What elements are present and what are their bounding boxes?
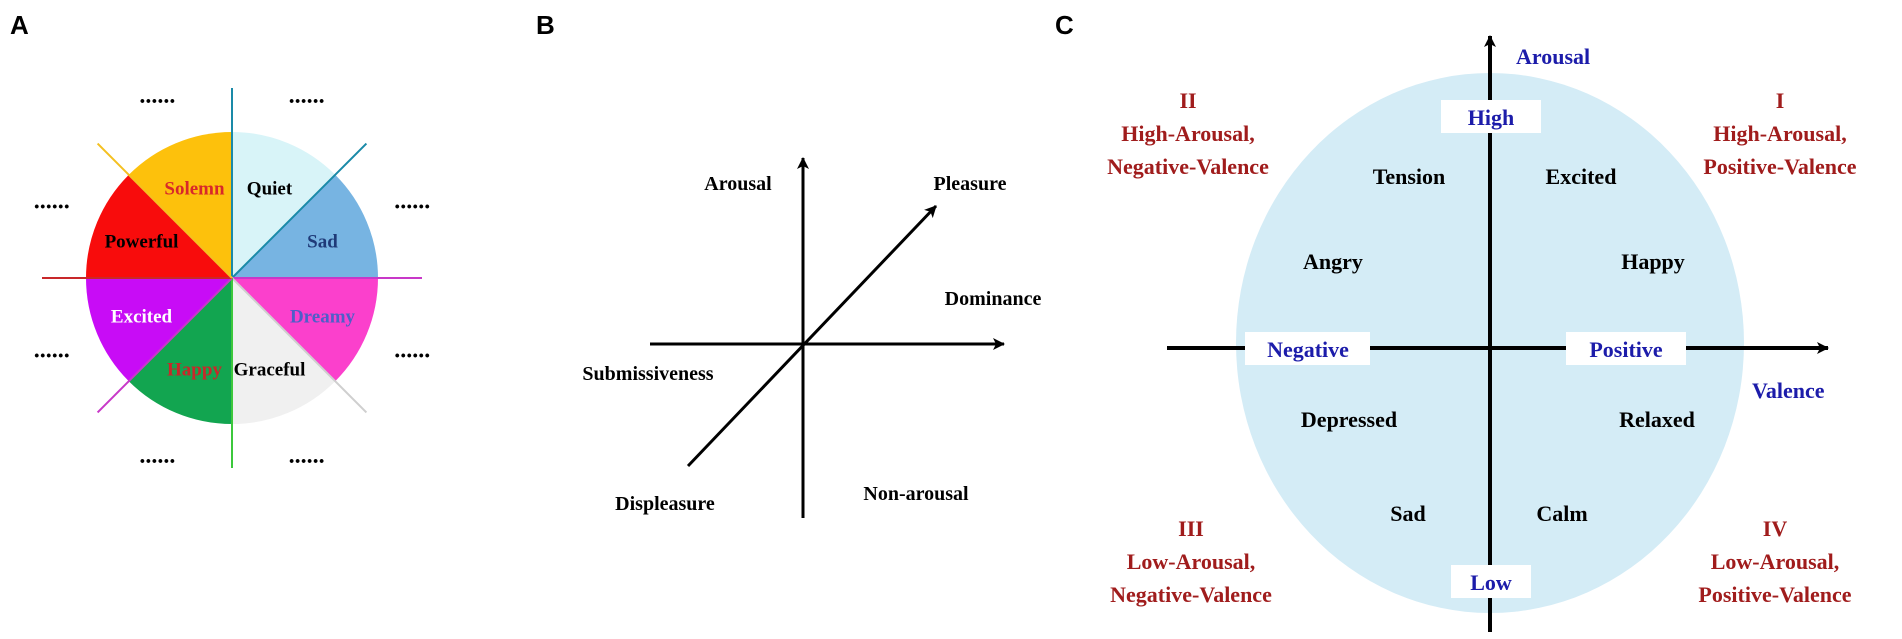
quadrant-3-label: III Low-Arousal, Negative-Valence bbox=[1110, 516, 1272, 607]
emotion-angry: Angry bbox=[1303, 249, 1363, 274]
wheel-ellipsis: ...... bbox=[34, 338, 70, 364]
wheel-segment-sad bbox=[232, 174, 378, 278]
wheel-ellipsis: ...... bbox=[394, 188, 430, 214]
wheel-segment-excited bbox=[86, 278, 232, 382]
wheel-divider-line bbox=[96, 277, 233, 414]
wheel-ellipsis: ...... bbox=[289, 83, 325, 109]
quadrant-2-line1: High-Arousal, bbox=[1121, 121, 1254, 146]
positive-box bbox=[1566, 332, 1686, 365]
emotion-calm: Calm bbox=[1536, 501, 1587, 526]
emotion-relaxed: Relaxed bbox=[1619, 407, 1695, 432]
panel-letter-b: B bbox=[536, 10, 555, 40]
dominance-label: Dominance bbox=[945, 288, 1042, 310]
wheel-segment-powerful bbox=[86, 174, 232, 278]
non-arousal-label: Non-arousal bbox=[863, 483, 969, 505]
high-box-label: High bbox=[1468, 105, 1514, 130]
emotion-depressed: Depressed bbox=[1301, 407, 1397, 432]
wheel-segment-dreamy bbox=[232, 278, 378, 382]
wheel-segment-graceful bbox=[232, 278, 336, 424]
quadrant-2-label: II High-Arousal, Negative-Valence bbox=[1107, 88, 1269, 179]
wheel-ellipsis: ...... bbox=[394, 338, 430, 364]
emotion-happy: Happy bbox=[1621, 249, 1685, 274]
pleasure-axis bbox=[686, 204, 938, 468]
quadrant-1-label: I High-Arousal, Positive-Valence bbox=[1703, 88, 1856, 179]
panel-letter-a: A bbox=[10, 10, 29, 40]
wheel-ellipsis: ...... bbox=[139, 83, 175, 109]
low-box bbox=[1451, 565, 1531, 598]
quadrant-3-line1: Low-Arousal, bbox=[1127, 549, 1256, 574]
wheel-label-quiet: Quiet bbox=[247, 179, 293, 200]
negative-box-label: Negative bbox=[1267, 337, 1349, 362]
quadrant-1-line1: High-Arousal, bbox=[1713, 121, 1846, 146]
wheel-ellipsis: ...... bbox=[289, 443, 325, 469]
quadrant-4-numeral: IV bbox=[1763, 516, 1788, 541]
arousal-label: Arousal bbox=[704, 173, 772, 195]
quadrant-3-line2: Negative-Valence bbox=[1110, 582, 1272, 607]
wheel-divider-line bbox=[96, 142, 233, 279]
wheel-label-dreamy: Dreamy bbox=[290, 307, 356, 328]
panel-c: C Arousal Valence High Low Negative Posi… bbox=[1055, 10, 1857, 632]
quadrant-2-line2: Negative-Valence bbox=[1107, 154, 1269, 179]
emotion-tension: Tension bbox=[1373, 164, 1446, 189]
wheel-label-solemn: Solemn bbox=[164, 179, 225, 200]
wheel-segment-solemn bbox=[128, 132, 232, 278]
displeasure-label: Displeasure bbox=[615, 493, 715, 515]
quadrant-4-line2: Positive-Valence bbox=[1698, 582, 1851, 607]
wheel-label-excited: Excited bbox=[111, 307, 173, 328]
quadrant-4-label: IV Low-Arousal, Positive-Valence bbox=[1698, 516, 1851, 607]
submissiveness-label: Submissiveness bbox=[582, 363, 713, 385]
low-box-label: Low bbox=[1470, 570, 1512, 595]
high-box bbox=[1441, 100, 1541, 133]
wheel-label-happy: Happy bbox=[167, 360, 222, 381]
emotion-excited: Excited bbox=[1546, 164, 1617, 189]
quadrant-1-line2: Positive-Valence bbox=[1703, 154, 1856, 179]
panel-b: B Arousal Pleasure Dominance Submissiven… bbox=[536, 10, 1041, 518]
arousal-axis-label: Arousal bbox=[1516, 44, 1590, 69]
wheel-segment-quiet bbox=[232, 132, 336, 278]
wheel-label-powerful: Powerful bbox=[105, 232, 179, 253]
wheel-segment-happy bbox=[128, 278, 232, 424]
wheel-label-graceful: Graceful bbox=[234, 360, 306, 381]
wheel-ellipsis: ...... bbox=[139, 443, 175, 469]
quadrant-3-numeral: III bbox=[1178, 516, 1204, 541]
quadrant-2-numeral: II bbox=[1179, 88, 1196, 113]
quadrant-4-line1: Low-Arousal, bbox=[1711, 549, 1840, 574]
quadrant-1-numeral: I bbox=[1776, 88, 1785, 113]
valence-axis-label: Valence bbox=[1752, 378, 1825, 403]
wheel-divider-line bbox=[231, 277, 368, 414]
panel-letter-c: C bbox=[1055, 10, 1074, 40]
negative-box bbox=[1245, 332, 1370, 365]
wheel-ellipsis: ...... bbox=[34, 188, 70, 214]
wheel-divider-line bbox=[231, 142, 368, 279]
positive-box-label: Positive bbox=[1589, 337, 1663, 362]
emotion-sad: Sad bbox=[1390, 501, 1425, 526]
pleasure-label: Pleasure bbox=[934, 173, 1007, 195]
wheel-label-sad: Sad bbox=[307, 232, 338, 253]
